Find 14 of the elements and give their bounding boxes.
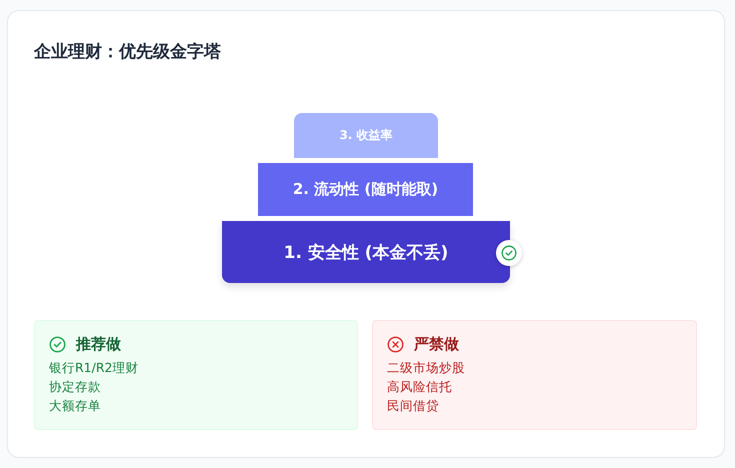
card-heading: 严禁做	[414, 335, 459, 354]
pyramid-level: 1. 安全性 (本金不丢)	[222, 221, 510, 283]
list-item: 二级市场炒股	[387, 359, 466, 377]
pyramid-level: 3. 收益率	[294, 113, 438, 158]
recommend-card	[34, 320, 358, 430]
list-item: 协定存款	[49, 378, 102, 396]
forbid-card	[372, 320, 697, 430]
list-item: 大额存单	[49, 397, 102, 415]
pyramid-level: 2. 流动性 (随时能取)	[258, 163, 473, 216]
card-heading: 推荐做	[76, 335, 121, 354]
title: 企业理财：优先级金字塔	[34, 41, 221, 63]
list-item: 银行R1/R2理财	[49, 359, 140, 377]
list-item: 民间借贷	[387, 397, 440, 415]
list-item: 高风险信托	[387, 378, 453, 396]
